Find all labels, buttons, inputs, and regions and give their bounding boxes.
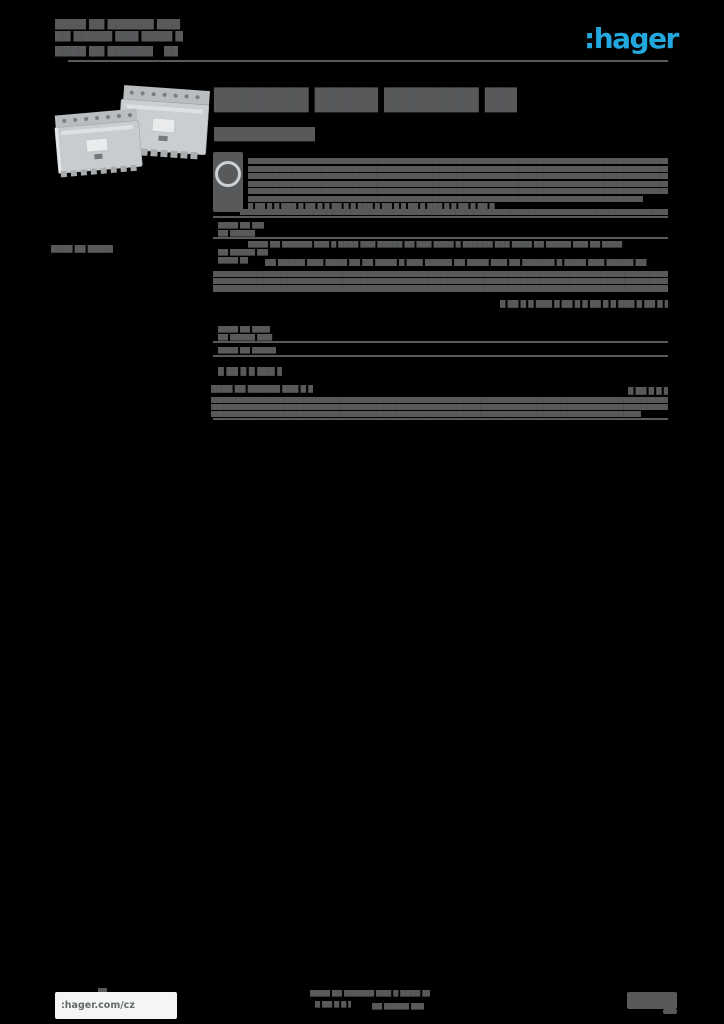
info-label: ████ ██ ██████ ███ █ ████ ███ █████ ██ █…	[211, 385, 313, 393]
footer-tick	[98, 988, 107, 992]
spec-label: ████ ██ ██████ ███ █ ████ ███ █████ ██ █…	[218, 326, 270, 333]
footer-center-line: █ ██ █ █ ███ █ ██ █ █ ██ █ █ ███ █ ██ █ …	[315, 1001, 351, 1008]
description-line: ████████████████████████████████████████…	[248, 188, 668, 194]
description-line: ████████████████████████████████████████…	[248, 166, 668, 172]
spec-value-line: ██ █████ ███ ████ ██ ██ ████ █ ███ █████…	[265, 259, 647, 266]
spec-rule	[213, 355, 668, 357]
info-paragraph-line: ████████████████████████████████████████…	[211, 404, 668, 410]
subsection-heading: █ ██ █ █ ███ █ ██ █ █ ██ █ █ ███ █ ██ █ …	[218, 367, 282, 376]
footer-page-badge-tail	[663, 1009, 677, 1014]
description-line: █ ██ █ █ ███ █ ██ █ █ ██ █ █ ███ █ ██ █ …	[248, 203, 495, 209]
product-title: ██████ ████ ██████ ██	[214, 88, 517, 112]
spec-label: ██ █████ ███ ████ ██ ██ ████ █ ███ █████…	[218, 334, 274, 341]
info-paragraph-line: ████████████████████████████████████████…	[211, 411, 641, 417]
description-line: ████████████████████████████████████████…	[248, 196, 643, 202]
product-photo-front	[54, 108, 143, 178]
info-paragraph-line: ████████████████████████████████████████…	[211, 397, 668, 403]
description-line: ████████████████████████████████████████…	[240, 209, 668, 215]
header-address-line: ██ █████ ███ ████ ██ ██ ████ █ ███ █████…	[55, 31, 183, 42]
description-line: ████████████████████████████████████████…	[248, 158, 668, 164]
hager-logo: :hager	[584, 22, 679, 55]
spec-label: ████ ██ ██████ ███ █ ████ ███ █████ ██ █…	[218, 347, 276, 354]
footer-center-line: ████ ██ ██████ ███ █ ████ ███ █████ ██ █…	[310, 990, 430, 997]
spec-label: ████ ██ ██████ ███ █ ████ ███ █████ ██ █…	[218, 257, 248, 264]
info-value-right: █ ██ █ █ ███ █ ██ █ █ ██ █ █ ███ █ ██ █ …	[628, 387, 668, 395]
spec-label: ██ █████ ███ ████ ██ ██ ████ █ ███ █████…	[218, 230, 256, 237]
description-line: ████████████████████████████████████████…	[248, 181, 668, 187]
spec-paragraph-line: ████████████████████████████████████████…	[213, 285, 668, 292]
spec-paragraph-line: ████████████████████████████████████████…	[213, 278, 668, 284]
header-address-line: ████████████████████████████████████████…	[164, 46, 178, 57]
spec-paragraph-line: ████████████████████████████████████████…	[213, 271, 668, 277]
footer-center-line: ██ █████ ███ ████ ██ ██ ████ █ ███ █████…	[372, 1003, 424, 1010]
section-rule	[213, 216, 668, 218]
header-address-line: ████ ██ ██████ ███ █ ████ ███ █████ ██ █…	[55, 19, 183, 30]
spec-label: ██ █████ ███ ████ ██ ██ ████ █ ███ █████…	[218, 249, 268, 256]
section-subheading: ████████████████████████████████████████…	[214, 127, 315, 142]
photo-caption: ████ ██ ██████ ███ █ ████ ███ █████ ██ █…	[51, 245, 113, 253]
section-rule	[213, 418, 668, 420]
spec-value-right: █ ██ █ █ ███ █ ██ █ █ ██ █ █ ███ █ ██ █ …	[500, 300, 668, 308]
footer-site-link[interactable]: :hager.com/cz	[55, 992, 177, 1019]
footer-page-badge	[627, 992, 677, 1009]
header-rule	[68, 60, 668, 62]
spec-label: ████ ██ ██████ ███ █ ████ ███ █████ ██ █…	[218, 222, 264, 229]
description-line: ████████████████████████████████████████…	[248, 173, 668, 179]
spec-rule	[213, 341, 668, 343]
spec-rule	[213, 237, 668, 239]
header-address-line: ████ ██ ██████ ███ █ ████ ███ █████ ██ █…	[55, 46, 153, 57]
spec-value-line: ████ ██ ██████ ███ █ ████ ███ █████ ██ █…	[248, 241, 623, 248]
circle-icon	[215, 161, 241, 187]
product-photos	[54, 85, 210, 178]
